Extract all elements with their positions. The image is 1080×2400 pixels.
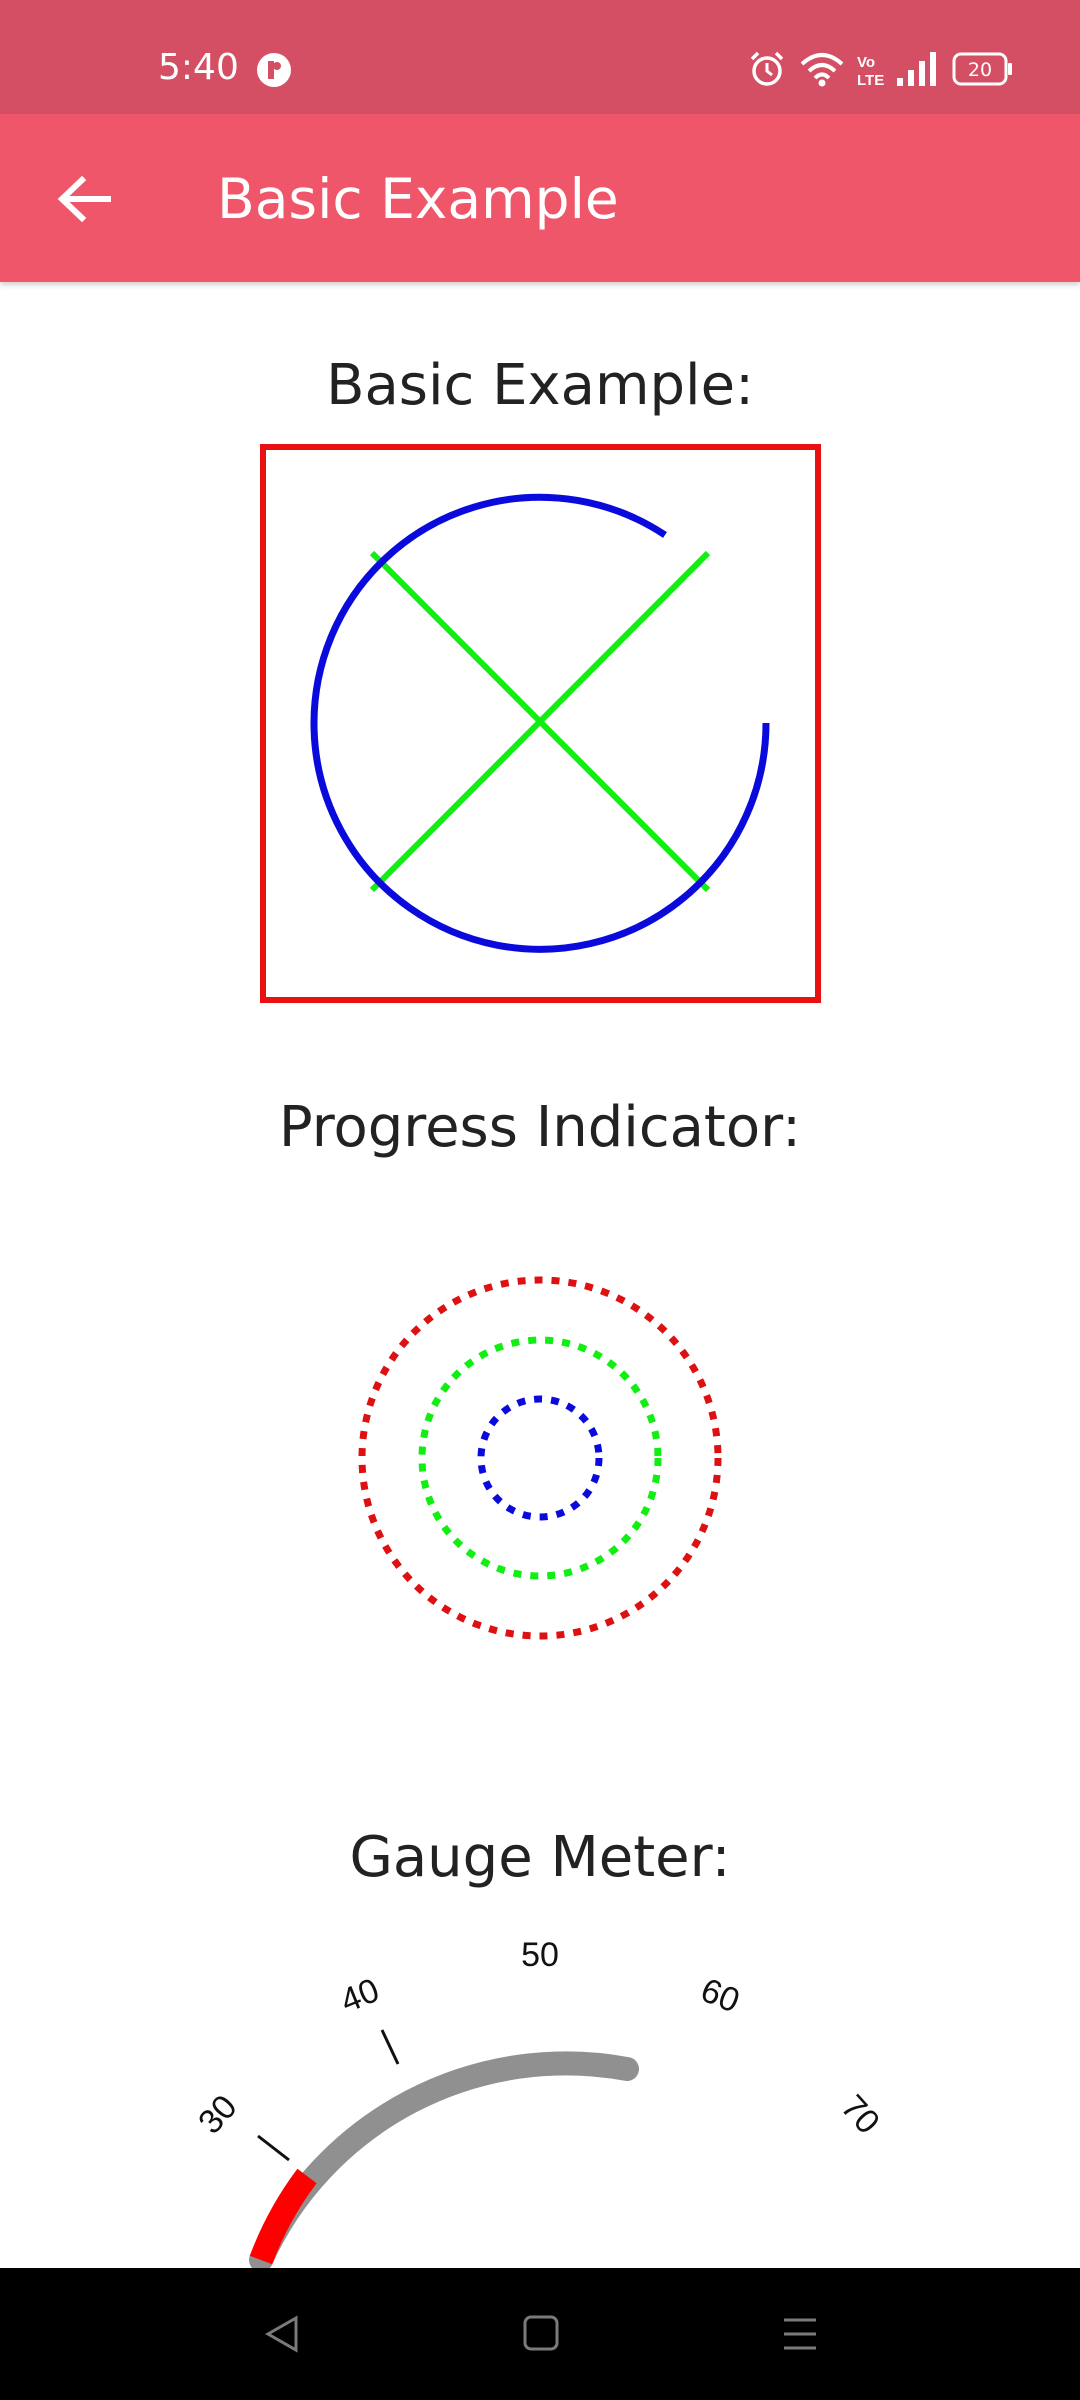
gauge-label-70: 70 (833, 2088, 887, 2142)
gauge-track (249, 2051, 639, 2268)
app-title: Basic Example (217, 167, 619, 231)
progress-ring-middle (418, 1336, 662, 1580)
progress-indicator-canvas (358, 1276, 722, 1640)
svg-text:Vo: Vo (857, 54, 875, 71)
battery-icon: 20 (952, 52, 1012, 86)
basic-example-canvas (260, 444, 821, 1003)
basic-example-title: Basic Example: (326, 353, 754, 418)
progress-ring-inner (477, 1395, 603, 1521)
blue-arc (310, 493, 770, 953)
gauge-label-40: 40 (335, 1971, 384, 2020)
gauge-label-60: 60 (695, 1971, 744, 2020)
gauge-label-50: 50 (521, 1936, 559, 1974)
gauge-tick-30 (257, 2134, 290, 2162)
status-time: 5:40 (158, 47, 239, 88)
alarm-icon (750, 51, 784, 86)
progress-indicator-title: Progress Indicator: (278, 1095, 802, 1160)
progress-ring-outer (358, 1276, 722, 1640)
frame-rect (260, 444, 821, 1003)
back-triangle-icon[interactable] (262, 2314, 302, 2354)
gauge-tick-40 (380, 2029, 400, 2065)
home-square-icon[interactable] (522, 2314, 560, 2352)
battery-level: 20 (968, 59, 992, 81)
gauge-value-bar (249, 2168, 317, 2265)
notification-app-icon (257, 53, 291, 87)
signal-icon (897, 52, 936, 86)
app-bar: Basic Example (0, 114, 1080, 282)
gauge-label-30: 30 (191, 2088, 245, 2142)
menu-lines-icon[interactable] (780, 2314, 820, 2354)
gauge-canvas: 30 40 50 60 70 (191, 1936, 887, 2268)
svg-text:LTE: LTE (857, 72, 884, 88)
status-bar: 5:40 Vo LTE 20 (0, 0, 1080, 114)
green-line-2 (369, 550, 711, 893)
volte-icon: Vo LTE (857, 54, 884, 88)
navigation-bar (0, 2268, 1080, 2400)
wifi-icon (800, 53, 844, 87)
arrow-left-icon[interactable] (56, 174, 112, 224)
gauge-meter-title: Gauge Meter: (349, 1825, 731, 1890)
